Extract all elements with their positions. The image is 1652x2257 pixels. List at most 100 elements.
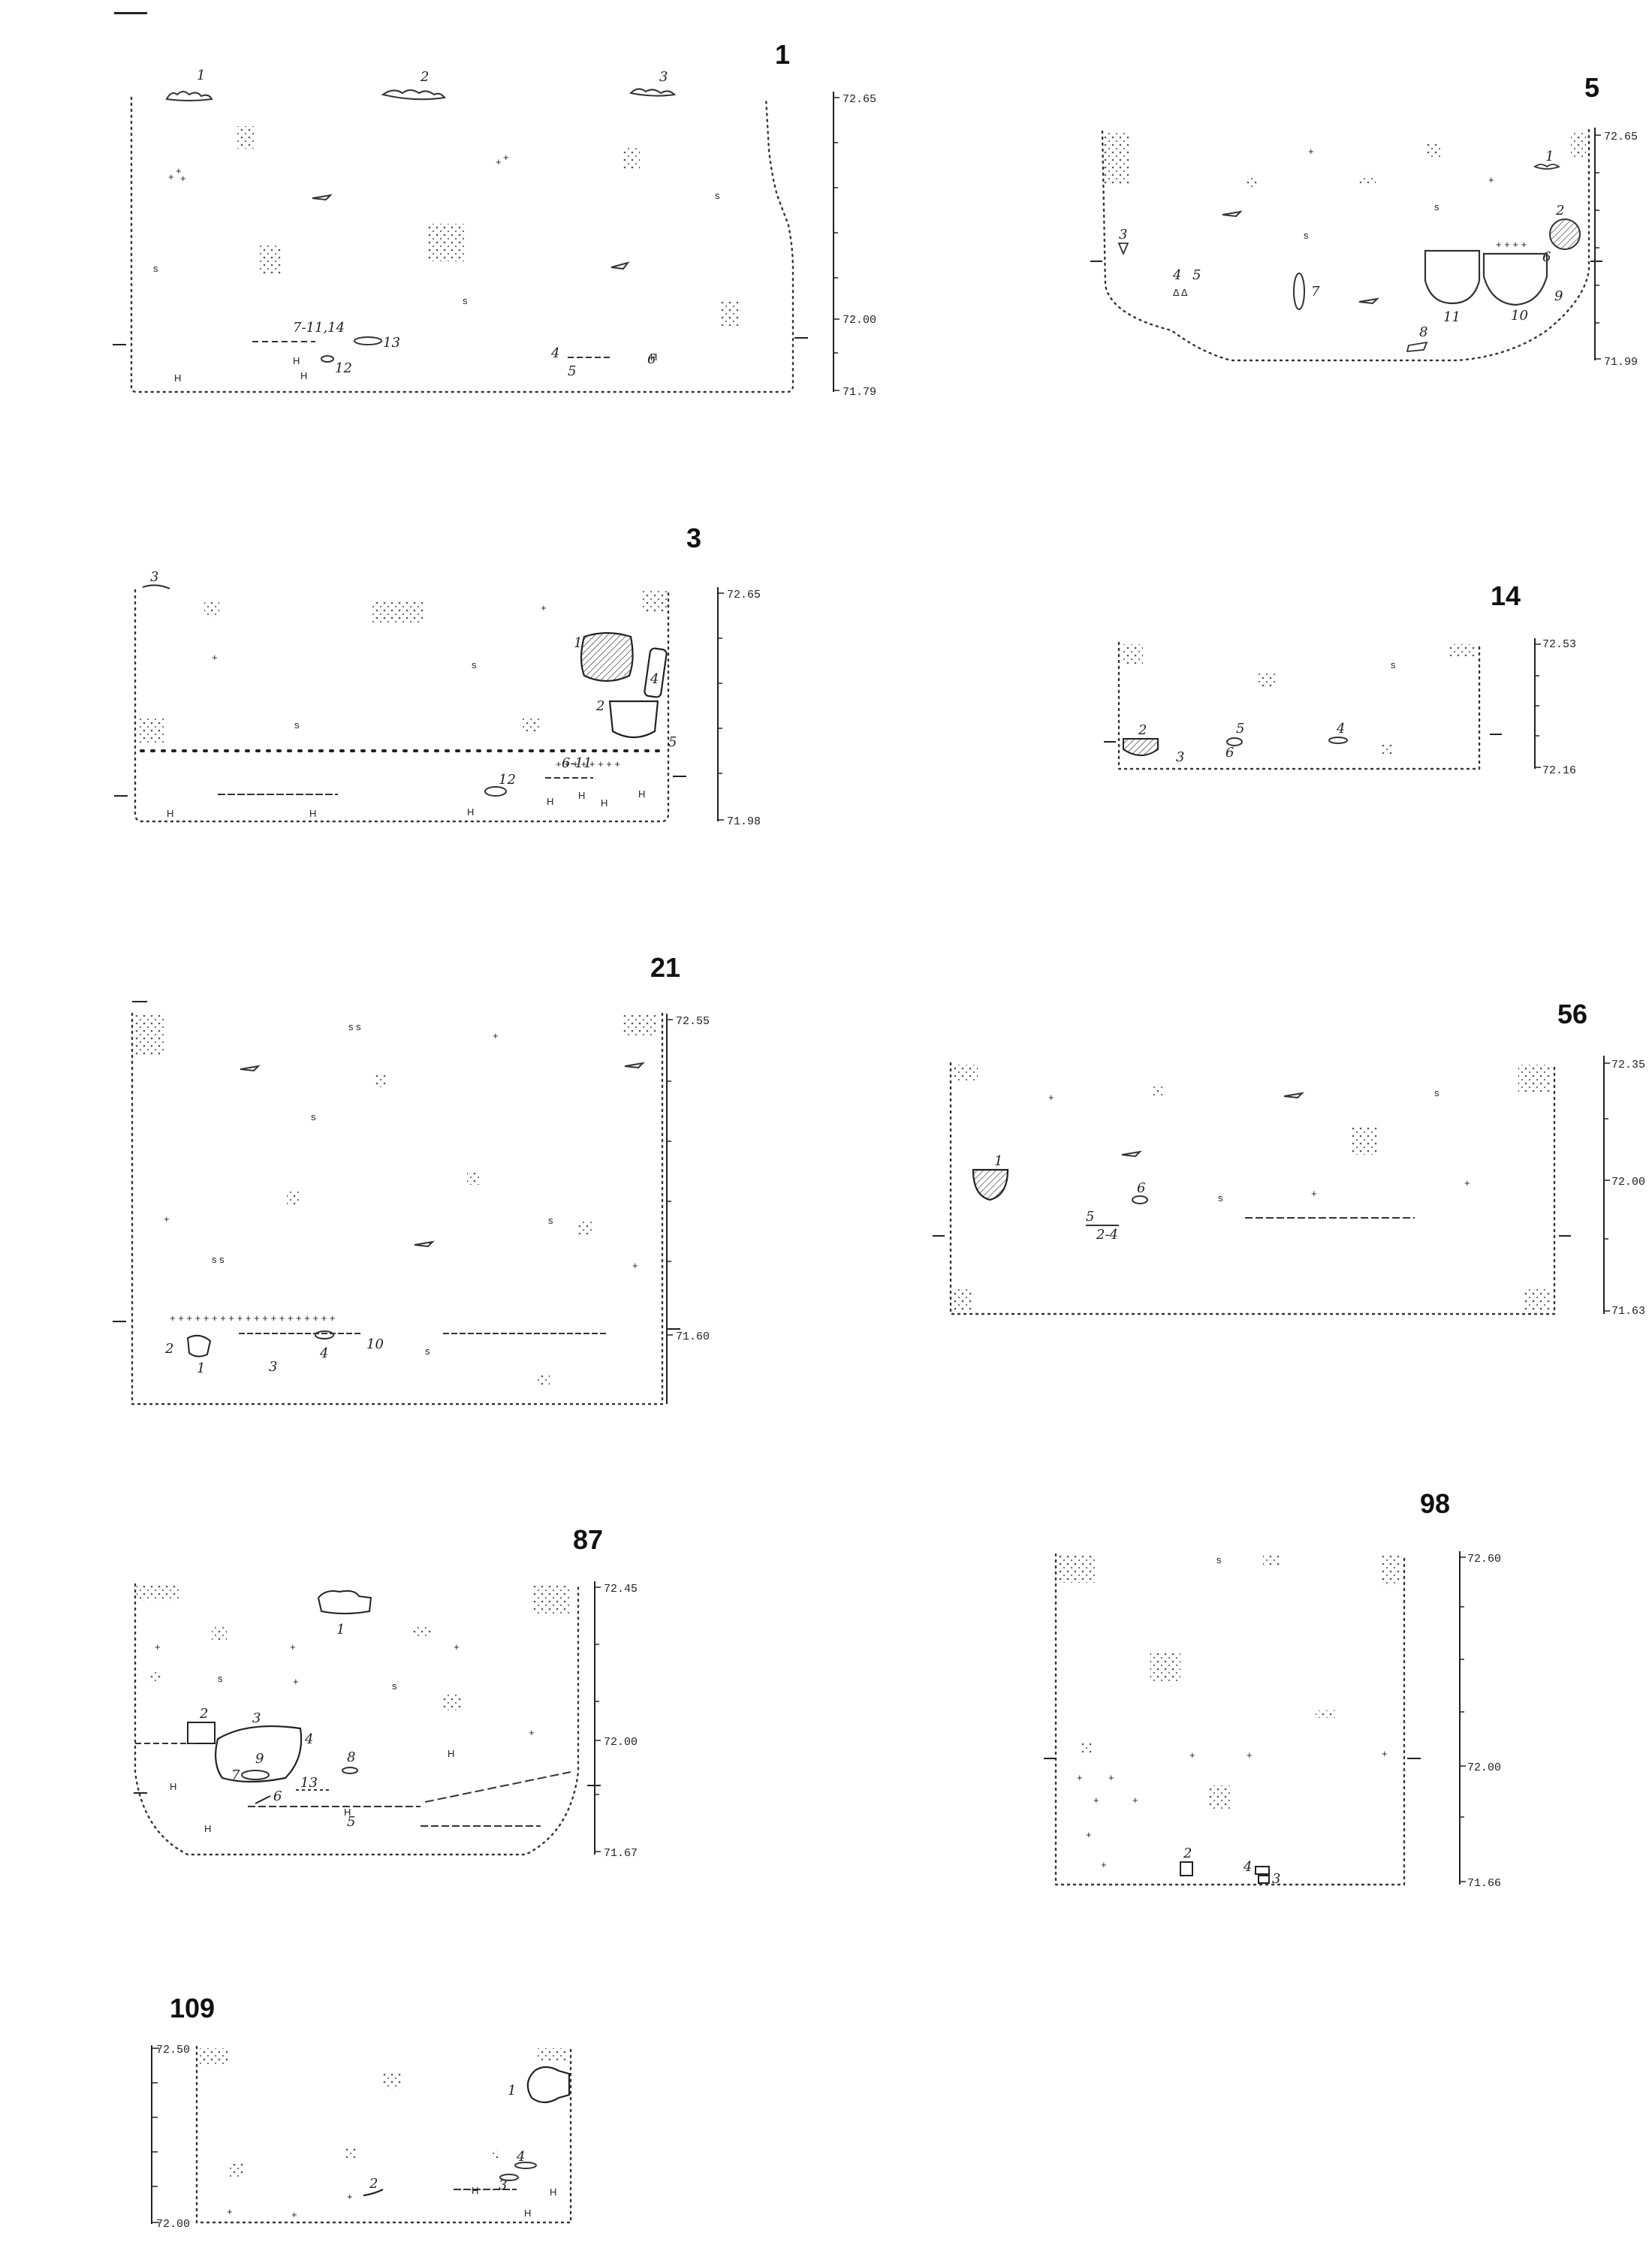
svg-text:s: s [1434,201,1439,212]
scale-87-mid: 72.00 [604,1736,638,1749]
svg-text:+ + + +: + + + + [1496,239,1527,250]
svg-text:+: + [454,1641,460,1653]
scale-56-top: 72.35 [1611,1059,1645,1071]
svg-text:s s: s s [212,1254,225,1265]
section-87-drawing: 72.45 72.00 71.67 1 ++s s++ +HH HH 2 3 4… [134,1581,638,1860]
scale-56-bottom: 71.63 [1611,1305,1645,1318]
find-label: 10 [1511,308,1528,324]
scale-109-top: 72.50 [156,2044,190,2057]
scale-14-top: 72.53 [1542,638,1576,651]
svg-text:+ + + + + + + + + + + + + + +: + + + + + + + + + + + + + + + + + + + + [170,1312,335,1324]
find-label: 10 [366,1336,384,1352]
section-109-drawing: 72.50 72.00 1 4 2 +++ HHH 3 [151,2044,572,2231]
svg-text:s: s [472,659,477,670]
find-label: 7 [1311,284,1320,300]
svg-text:s: s [153,263,158,274]
svg-text:H: H [309,808,316,819]
find-label: 6 [1225,745,1234,761]
find-label: 6 [1137,1180,1145,1196]
svg-text:H: H [300,370,307,381]
svg-text:Δ Δ: Δ Δ [1173,287,1188,298]
find-label: 2 [1138,722,1147,738]
section-number-1: 1 [775,39,791,70]
find-label: 3 [499,2177,507,2193]
find-label: 3 [659,69,668,85]
svg-text:+: + [155,1641,161,1653]
svg-text:s: s [425,1345,430,1357]
find-label: 13 [383,335,400,351]
find-label: 1 [336,1622,345,1638]
section-number-5: 5 [1584,72,1600,103]
svg-text:+: + [1048,1092,1054,1103]
section-number-98: 98 [1420,1488,1451,1519]
scale-3-top: 72.65 [727,589,761,601]
scale-98-bottom: 71.66 [1467,1877,1501,1890]
find-label: 4 [319,1345,328,1361]
find-label: 8 [1419,324,1427,340]
scale-1-top: 72.65 [843,93,876,106]
find-label: 1 [994,1153,1002,1169]
svg-text:+: + [1093,1794,1099,1806]
svg-text:+: + [493,1030,499,1041]
svg-text:+: + [632,1260,638,1271]
find-label: 2 [1183,1846,1192,1861]
svg-text:+: + [1101,1859,1107,1870]
svg-text:+: + [1132,1794,1138,1806]
find-label: 6-11 [562,755,592,771]
scale-21-bottom: 71.60 [676,1330,710,1343]
svg-text:+: + [1464,1177,1470,1189]
svg-text:+ + + + + + + +: + + + + + + + + [556,758,620,770]
svg-text:+: + [1077,1772,1083,1783]
scale-98-top: 72.60 [1467,1553,1501,1565]
svg-text:s s: s s [348,1021,361,1032]
find-label: 9 [1554,288,1563,304]
svg-text:s: s [1304,230,1309,241]
find-label: 4 [1243,1859,1252,1875]
scale-21-top: 72.55 [676,1015,710,1028]
svg-text:H: H [638,788,645,800]
svg-text:+: + [1189,1749,1195,1761]
find-label: 6 [273,1788,282,1804]
svg-text:+: + [1308,146,1314,157]
section-number-3: 3 [686,523,702,553]
find-label: 1 [574,635,582,651]
section-1-drawing: 72.65 72.00 71.79 1 2 3 +++ ++ sss HHHH … [113,68,876,399]
svg-text:+: + [227,2206,233,2217]
find-label: 1 [508,2083,516,2099]
section-14-drawing: 72.53 72.16 s 2 3 5 6 4 [1104,638,1576,777]
find-label: 2 [1555,203,1564,218]
section-5-drawing: 72.65 71.99 ++ss + + + + 1 2 3 4 5 Δ Δ 6… [1090,126,1638,369]
find-label: 6 [647,351,656,367]
scale-87-top: 72.45 [604,1583,638,1596]
svg-text:H: H [174,372,181,384]
scale-98-mid: 72.00 [1467,1761,1501,1774]
svg-text:s: s [1391,659,1396,670]
svg-text:+: + [180,173,186,184]
find-label: 1 [197,68,205,83]
svg-text:H: H [344,1807,351,1818]
svg-text:s: s [548,1215,553,1226]
find-label: 2 [420,69,429,85]
section-98-drawing: 72.60 72.00 71.66 s+++ +++ +++ 2 4 3 [1044,1551,1501,1890]
svg-text:H: H [578,790,585,801]
find-label: 7-11,14 [293,320,345,336]
scale-5-bottom: 71.99 [1604,356,1638,369]
section-number-14: 14 [1491,580,1521,611]
svg-text:H: H [448,1748,454,1759]
find-label: 7 [231,1767,240,1783]
find-label: 13 [300,1775,318,1791]
svg-text:+: + [176,165,182,176]
section-number-56: 56 [1557,999,1588,1029]
corner-rule [114,12,147,14]
find-label: 3 [1272,1871,1280,1887]
svg-text:+: + [168,171,174,182]
svg-text:H: H [472,2185,478,2196]
find-label: 4 [550,345,559,361]
find-label: 2 [595,698,604,714]
find-label: 8 [347,1749,355,1765]
find-label: 5 [568,363,576,379]
find-label: 5 [1086,1209,1094,1225]
section-number-87: 87 [573,1524,604,1555]
section-number-109: 109 [170,1993,216,2023]
svg-text:s: s [715,190,720,201]
